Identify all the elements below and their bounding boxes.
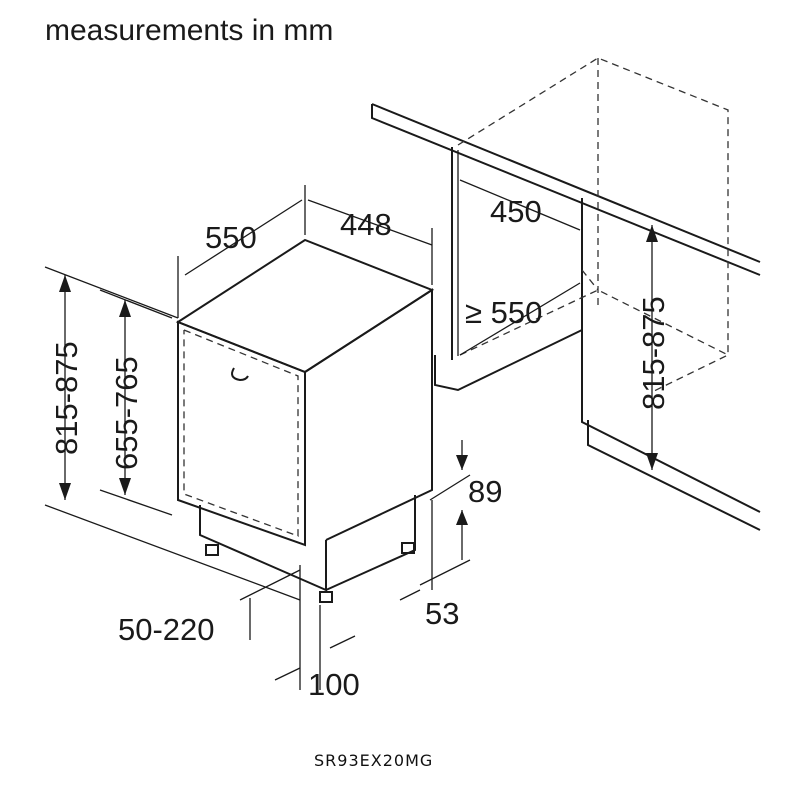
depth-label: 550 — [205, 220, 257, 255]
plinth-gap-label: 89 — [468, 474, 502, 509]
width-label: 448 — [340, 207, 392, 242]
niche-height-label: 815-875 — [636, 296, 671, 410]
foot-offset-label: 100 — [308, 667, 360, 702]
dishwasher-body — [175, 238, 435, 603]
diagram-title: measurements in mm — [45, 14, 333, 47]
installation-niche — [371, 57, 761, 531]
model-number: SR93EX20MG — [314, 751, 433, 770]
plinth-depth-label: 53 — [425, 596, 459, 631]
niche-depth-label: ≥ 550 — [465, 295, 542, 330]
total-height-label: 815-875 — [49, 341, 84, 455]
dimension-lines — [44, 179, 658, 690]
niche-width-label: 450 — [490, 194, 542, 229]
door-height-label: 655-765 — [109, 356, 144, 470]
plinth-height-label: 50-220 — [118, 612, 215, 647]
